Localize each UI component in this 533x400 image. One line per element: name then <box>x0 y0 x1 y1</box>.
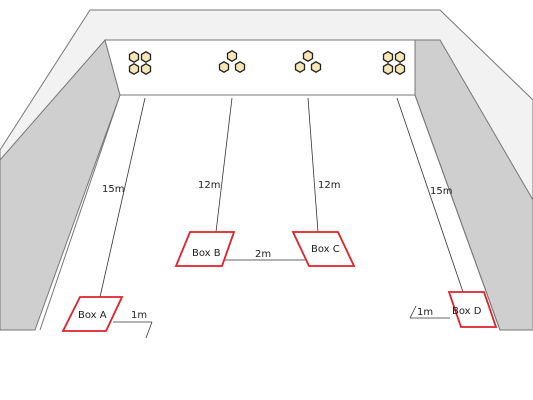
hexagon-group-1-cell <box>140 63 152 75</box>
box-b-outline <box>174 231 236 267</box>
label-d-offset: 1m <box>417 307 433 318</box>
label-b-to-c: 2m <box>255 249 271 260</box>
tick-d-offset <box>409 305 417 319</box>
box-a: Box A <box>61 296 124 332</box>
hexagon-group-4-cell <box>382 51 394 63</box>
hexagon-group-4-cell <box>394 63 406 75</box>
hexagon-group-1-cell <box>140 51 152 63</box>
hexagon-group-3-cell <box>302 50 314 62</box>
hexagon-group-1-cell <box>128 51 140 63</box>
boxes: Box A Box B Box C Box D <box>61 231 498 332</box>
string-to-box-d <box>396 97 464 293</box>
label-a-offset: 1m <box>131 310 147 321</box>
hexagon-groups <box>128 50 406 75</box>
strings <box>99 97 464 339</box>
box-b: Box B <box>174 231 236 267</box>
label-left-string: 15m <box>102 184 124 195</box>
box-c-outline <box>291 231 356 267</box>
string-to-box-a <box>99 97 146 298</box>
label-right-string: 15m <box>430 186 452 197</box>
hexagon-group-3-cell <box>294 61 306 73</box>
tick-a-offset <box>145 321 153 339</box>
back-wall-face <box>104 39 416 96</box>
floor-right-edge <box>414 94 501 331</box>
hexagon-group-2-cell <box>226 50 238 62</box>
distance-labels: 15m 12m 12m 15m 2m 1m 1m <box>102 180 452 321</box>
label-center-right-string: 12m <box>318 180 340 191</box>
hexagon-group-4-cell <box>394 51 406 63</box>
floor-left-edge <box>39 94 121 331</box>
hexagon-group-2-cell <box>234 61 246 73</box>
hexagon-group-3-cell <box>310 61 322 73</box>
box-d: Box D <box>447 291 498 328</box>
string-to-box-c <box>307 97 319 233</box>
box-a-outline <box>61 296 124 332</box>
box-d-outline <box>447 291 498 328</box>
box-a-label: Box A <box>78 310 107 321</box>
hexagon-group-4-cell <box>382 63 394 75</box>
string-to-box-b <box>215 97 233 233</box>
hexagon-group-1-cell <box>128 63 140 75</box>
hexagon-group-2-cell <box>218 61 230 73</box>
room-walls <box>0 9 533 331</box>
box-d-label: Box D <box>452 306 482 317</box>
box-c-label: Box C <box>311 244 340 255</box>
label-center-left-string: 12m <box>198 180 220 191</box>
box-b-label: Box B <box>192 248 221 259</box>
box-c: Box C <box>291 231 356 267</box>
